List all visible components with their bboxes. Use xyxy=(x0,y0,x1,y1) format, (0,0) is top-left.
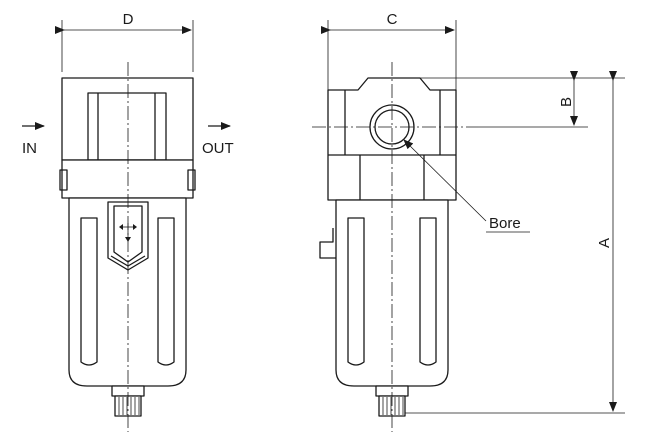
front-head-block xyxy=(61,77,194,161)
dim-a-label: A xyxy=(596,238,613,248)
dimension-b xyxy=(420,71,588,128)
front-bowl-rib-left xyxy=(80,217,98,366)
side-view xyxy=(312,20,625,432)
bore-leader xyxy=(403,139,487,222)
side-bowl-rib-right xyxy=(419,217,437,366)
side-bowl-rib-left xyxy=(347,217,365,366)
outlet-label: OUT xyxy=(202,140,234,157)
front-cap-band xyxy=(61,159,194,199)
dim-b-label: B xyxy=(558,97,575,107)
dim-c-label: C xyxy=(387,11,398,28)
bore-label: Bore xyxy=(489,215,521,232)
inlet-label: IN xyxy=(22,140,37,157)
front-view xyxy=(22,20,231,432)
dimension-d xyxy=(55,20,194,72)
dimension-a xyxy=(405,71,625,414)
dim-d-label: D xyxy=(123,11,134,28)
bracket-tab xyxy=(319,228,336,259)
front-bowl-rib-right xyxy=(157,217,175,366)
front-bowl xyxy=(68,197,187,387)
